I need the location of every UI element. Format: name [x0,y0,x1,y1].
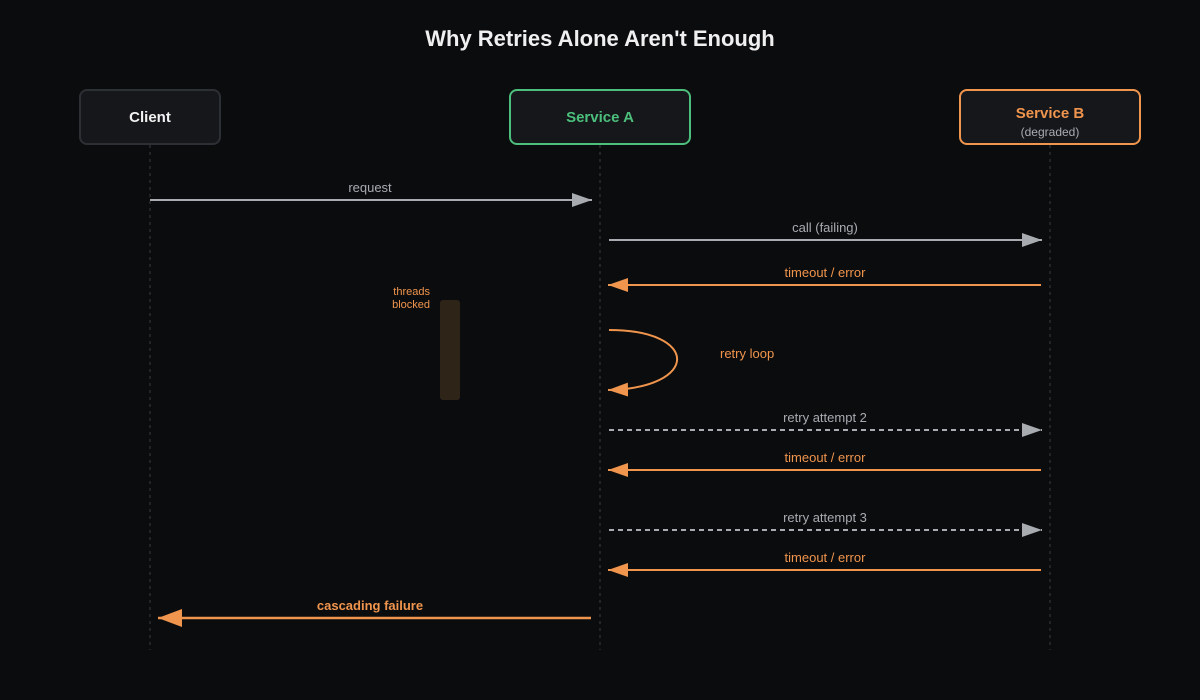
message-request: request [150,180,592,207]
retry-loop-label: retry loop [720,346,774,361]
diagram-title: Why Retries Alone Aren't Enough [425,26,775,51]
actor-sublabel-service-b: (degraded) [1021,125,1080,139]
actor-box-client [79,89,221,145]
message-label: cascading failure [317,598,423,613]
retry-loop: retry loop [607,329,774,397]
actor-box-service-b [959,89,1141,145]
retry-loop-arrow [607,329,679,397]
message-timeout-error-1: timeout / error [608,265,1041,292]
message-label: retry attempt 2 [783,410,867,425]
actor-label-service-b: Service B [1016,105,1085,122]
actor-service-b: Service B (degraded) [959,89,1141,145]
blocked-note-line-2: blocked [392,299,430,311]
blocked-note-line-1: threads [393,286,430,298]
message-cascading-failure: cascading failure [158,598,591,627]
message-timeout-error-2: timeout / error [608,450,1041,477]
message-label: retry attempt 3 [783,510,867,525]
actor-label-client: Client [129,109,171,126]
message-label: request [348,180,392,195]
message-call-failing: call (failing) [609,220,1042,247]
message-retry-attempt-2: retry attempt 2 [609,410,1042,437]
actor-label-service-a: Service A [566,109,634,126]
actor-box-service-a [509,89,691,145]
message-label: timeout / error [785,265,867,280]
blocked-threads-note: threads blocked [392,286,460,400]
actor-client: Client [79,89,221,145]
message-label: timeout / error [785,550,867,565]
actor-service-a: Service A [509,89,691,145]
message-label: call (failing) [792,220,858,235]
message-timeout-error-3: timeout / error [608,550,1041,577]
message-label: timeout / error [785,450,867,465]
blocked-threads-bar [440,300,460,400]
message-retry-attempt-3: retry attempt 3 [609,510,1042,537]
